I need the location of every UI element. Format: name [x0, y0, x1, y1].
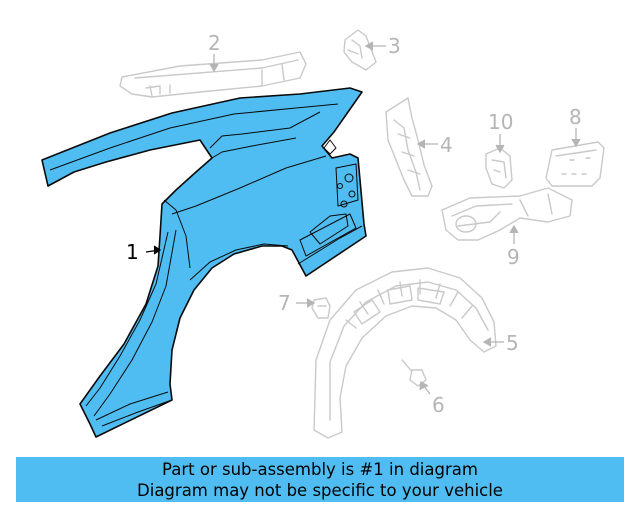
leader-8-arrow [571, 138, 581, 148]
callout-3: 3 [388, 34, 401, 58]
banner-line-1: Part or sub-assembly is #1 in diagram [162, 460, 478, 479]
leader-4-arrow [416, 139, 426, 149]
callout-9: 9 [507, 245, 520, 269]
info-banner: Part or sub-assembly is #1 in diagram Di… [16, 457, 624, 502]
part-1-quarter-panel [41, 87, 367, 438]
part-10-bracket [485, 147, 513, 189]
part-8-panel [545, 141, 605, 187]
part-7-clip [311, 297, 331, 319]
callout-8: 8 [569, 105, 582, 129]
part-4-reinforcement [385, 97, 433, 197]
callout-7: 7 [278, 291, 291, 315]
part-2-rail [119, 51, 307, 98]
callout-4: 4 [440, 133, 453, 157]
leader-10-arrow [495, 144, 505, 154]
leader-3-arrow [364, 41, 374, 51]
leader-7-arrow [306, 298, 316, 308]
callout-6: 6 [432, 393, 445, 417]
leader-2-arrow [209, 63, 219, 73]
leader-1-arrow [153, 245, 162, 255]
callout-1: 1 [126, 240, 139, 264]
leader-6-arrow [419, 380, 429, 391]
callout-10: 10 [488, 110, 513, 134]
part-3-bracket [343, 29, 377, 71]
callout-2: 2 [208, 31, 221, 55]
leader-5-arrow [482, 337, 492, 347]
part-9-housing [441, 187, 573, 241]
callout-5: 5 [506, 331, 519, 355]
parts-diagram: 1 2 3 4 5 6 7 8 9 10 [41, 29, 605, 439]
banner-line-2: Diagram may not be specific to your vehi… [137, 481, 503, 500]
leader-9-arrow [509, 224, 519, 234]
part-5-wheelhouse [313, 267, 497, 439]
